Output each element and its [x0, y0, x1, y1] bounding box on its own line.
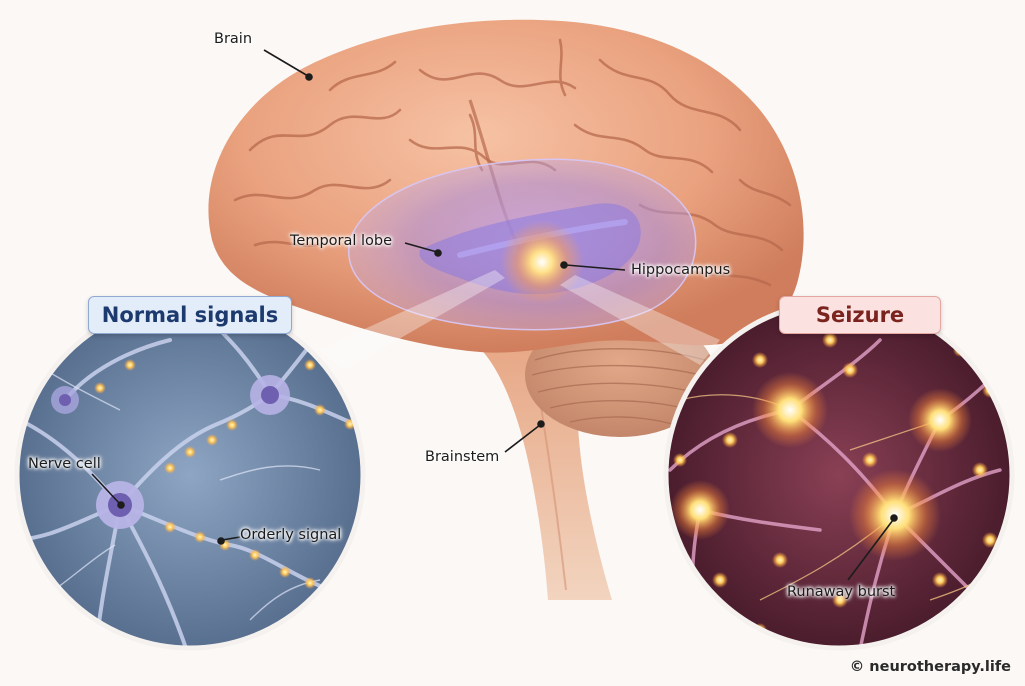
- zoom-wedge-right: [560, 275, 720, 365]
- hippocampus-label: Hippocampus: [631, 262, 731, 278]
- brain-label: Brain: [214, 31, 253, 47]
- copyright-credit: © neurotherapy.life: [849, 659, 1011, 675]
- orderly-signal-label: Orderly signal: [240, 527, 342, 543]
- normal-signals-title: Normal signals: [88, 296, 292, 334]
- nerve-cell-label: Nerve cell: [28, 456, 101, 472]
- hippocampus-glow: [500, 220, 584, 304]
- normal-signals-panel: [14, 299, 366, 651]
- temporal-lobe-label: Temporal lobe: [290, 233, 393, 249]
- seizure-panel: [663, 299, 1015, 651]
- zoom-wedge-left: [318, 270, 505, 370]
- seizure-title: Seizure: [779, 296, 941, 334]
- brainstem-label: Brainstem: [425, 449, 500, 465]
- runaway-burst-label: Runaway burst: [787, 584, 896, 600]
